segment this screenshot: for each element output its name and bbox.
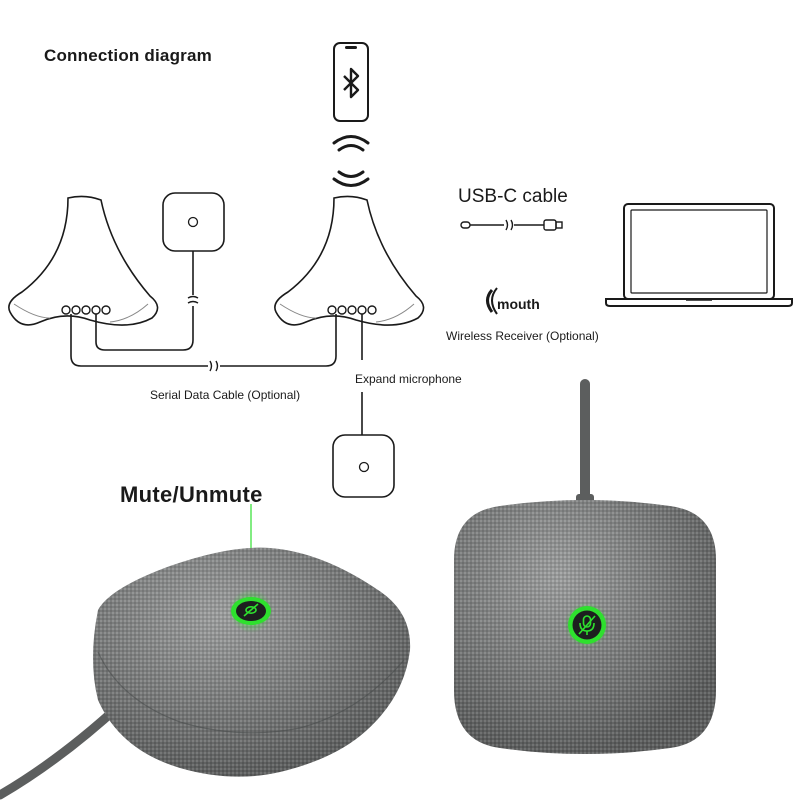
bluetooth-icon [343,67,360,99]
wireless-receiver-brand: mouth [497,296,540,312]
speakerphone-photo-right [454,379,716,754]
wireless-receiver-logo [486,287,498,315]
speakerphone-photo-left [0,547,411,800]
speaker-left-outline [8,195,159,326]
mic-mute-icon [243,603,259,617]
serial-data-cable-label: Serial Data Cable (Optional) [150,388,301,402]
expansion-mic-top [162,192,225,252]
expansion-mic-bottom [332,434,395,498]
laptop-icon [605,203,793,307]
speaker-right-outline [274,195,425,326]
wireless-receiver-label: Wireless Receiver (Optional) [446,329,599,343]
usb-c-cable-icon [460,219,563,231]
diagram-cables [70,251,363,435]
mute-unmute-label: Mute/Unmute [120,482,263,507]
speaker-left-ports [61,305,111,315]
mic-mute-icon [578,615,596,635]
diagram-title: Connection diagram [44,46,212,65]
usb-c-cable-label: USB-C cable [458,186,568,207]
expand-microphone-label: Expand microphone [355,372,462,386]
speaker-right-ports [327,305,377,315]
signal-waves-icon [332,135,370,187]
